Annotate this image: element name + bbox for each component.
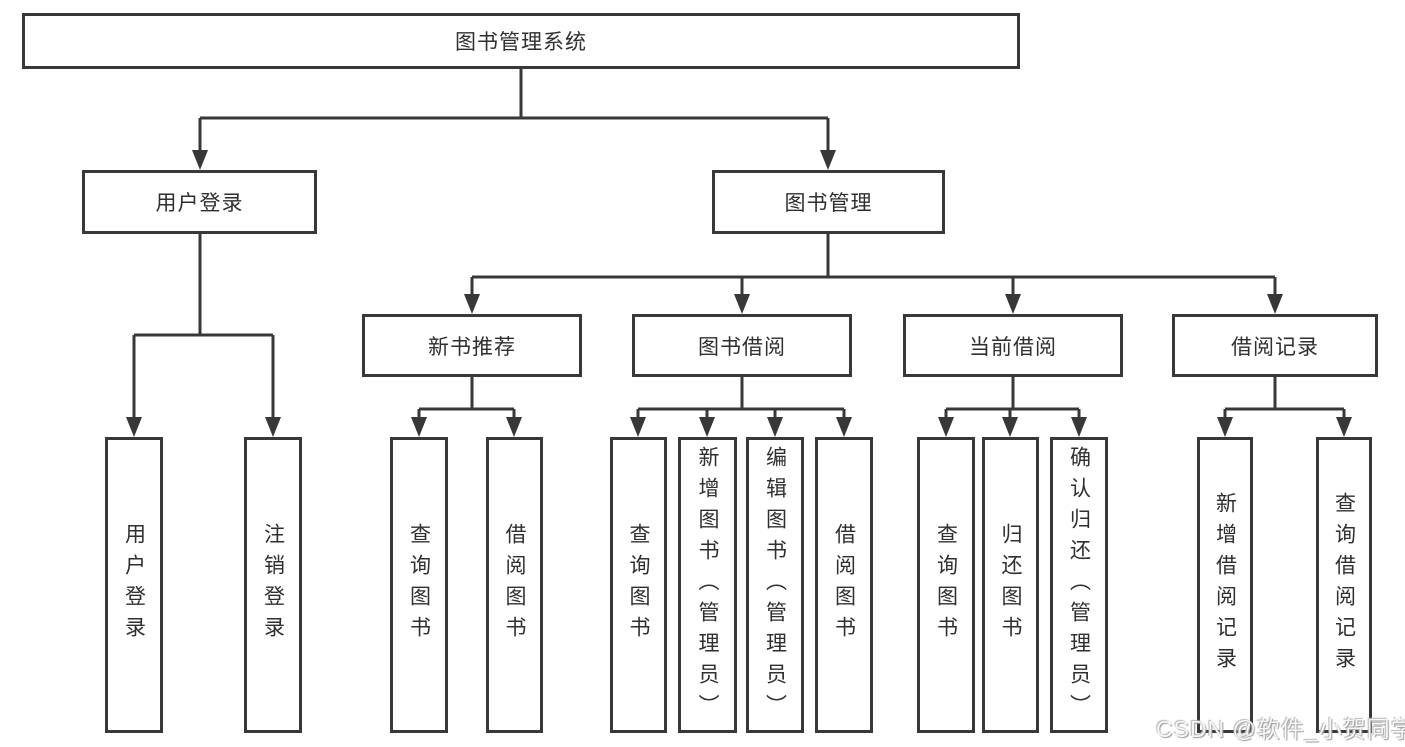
leaf-bb-query-book: 查询图书 [610,437,667,733]
leaf-br-add-borrow-record: 新增借阅记录 [1197,437,1253,733]
leaf-bb-add-book-admin: 新增图书（管理员） [678,437,737,733]
connector-current-borrow-to-leaves [938,377,1087,437]
connector-book-management-to-level3 [464,233,1283,314]
leaf-bb-edit-book-admin: 编辑图书（管理员） [746,437,804,733]
leaf-br-query-borrow-record: 查询借阅记录 [1316,437,1372,733]
leaf-cb-return-book: 归还图书 [982,437,1039,733]
leaf-cb-query-book: 查询图书 [917,437,975,733]
leaf-user-login: 用户登录 [105,437,163,733]
connector-new-book-recommend-to-leaves [411,377,522,437]
csdn-watermark: CSDN @软件_小贺同学 [1156,716,1405,742]
connector-book-borrow-to-leaves [630,377,852,437]
node-new-book-recommend: 新书推荐 [362,314,582,377]
connector-root-to-level2 [192,69,836,170]
node-root-library-system: 图书管理系统 [22,13,1020,69]
leaf-bb-borrow-book: 借阅图书 [815,437,873,733]
node-book-management: 图书管理 [712,170,945,234]
leaf-nb-query-book: 查询图书 [390,437,448,733]
node-book-borrow: 图书借阅 [632,314,852,377]
leaf-cb-confirm-return-admin: 确认归还（管理员） [1050,437,1108,733]
node-user-login: 用户登录 [82,170,317,234]
leaf-logout-login: 注销登录 [244,437,302,733]
node-current-borrow: 当前借阅 [903,314,1123,377]
connector-user-login-to-leaves [126,234,281,437]
connector-borrow-record-to-leaves [1217,377,1352,437]
node-borrow-record: 借阅记录 [1172,314,1378,377]
leaf-nb-borrow-book: 借阅图书 [486,437,543,733]
